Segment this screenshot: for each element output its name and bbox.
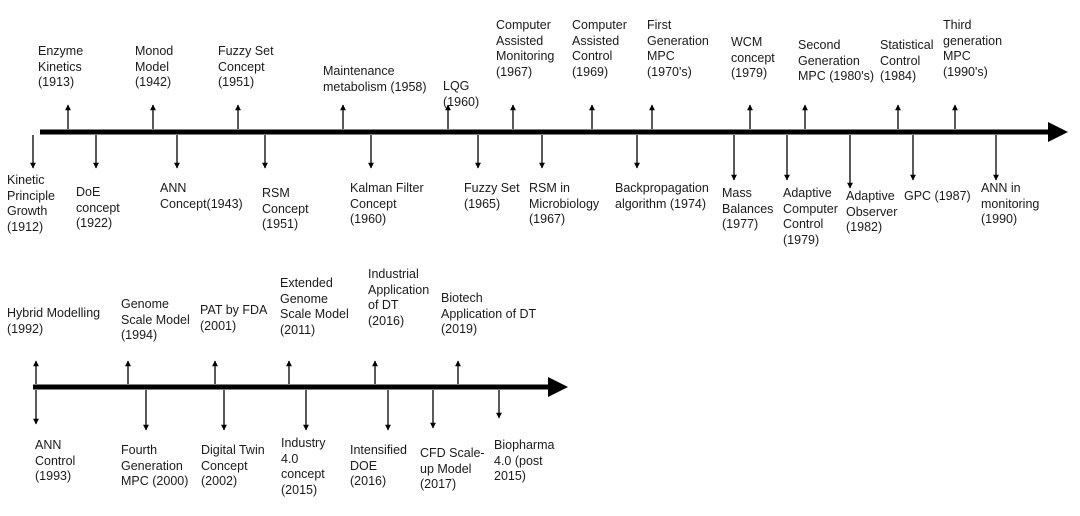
event-label: Third generation MPC (1990's) bbox=[943, 18, 1003, 79]
event-label: Genome Scale Model (1994) bbox=[121, 297, 190, 342]
event-label: CFD Scale- up Model (2017) bbox=[420, 446, 485, 491]
event-label: Kinetic Principle Growth (1912) bbox=[7, 173, 55, 234]
event-label: GPC (1987) bbox=[904, 189, 971, 203]
event-label: Hybrid Modelling (1992) bbox=[7, 306, 101, 336]
event-label: Adaptive Computer Control (1979) bbox=[783, 186, 838, 247]
event-label: Industry 4.0 concept (2015) bbox=[281, 436, 326, 497]
event-label: Adaptive Observer (1982) bbox=[846, 189, 898, 234]
event-label: Digital Twin Concept (2002) bbox=[201, 443, 265, 488]
event-label: Statistical Control (1984) bbox=[880, 38, 934, 83]
event-label: PAT by FDA (2001) bbox=[200, 303, 268, 333]
event-label: LQG (1960) bbox=[443, 79, 480, 109]
event-label: RSM in Microbiology (1967) bbox=[529, 181, 600, 226]
event-label: Fuzzy Set Concept (1951) bbox=[218, 44, 274, 89]
event-label: ANN Control (1993) bbox=[35, 438, 76, 483]
event-label: Maintenance metabolism (1958) bbox=[323, 64, 427, 94]
event-label: Enzyme Kinetics (1913) bbox=[38, 44, 84, 89]
event-label: Computer Assisted Control (1969) bbox=[572, 18, 627, 79]
event-label: Kalman Filter Concept (1960) bbox=[350, 181, 424, 226]
event-label: DoE concept (1922) bbox=[76, 185, 120, 230]
event-label: Intensified DOE (2016) bbox=[350, 443, 407, 488]
event-label: First Generation MPC (1970's) bbox=[647, 18, 709, 79]
event-label: WCM concept (1979) bbox=[731, 35, 775, 80]
event-label: Second Generation MPC (1980's) bbox=[798, 38, 875, 83]
event-label: Monod Model (1942) bbox=[135, 44, 174, 89]
event-label: RSM Concept (1951) bbox=[262, 186, 309, 231]
event-label: Backpropagation algorithm (1974) bbox=[615, 181, 709, 211]
event-label: ANN in monitoring (1990) bbox=[981, 181, 1040, 226]
event-label: Industrial Application of DT (2016) bbox=[368, 267, 430, 328]
event-label: Fuzzy Set (1965) bbox=[464, 181, 520, 211]
event-label: Extended Genome Scale Model (2011) bbox=[280, 276, 349, 337]
event-label: Fourth Generation MPC (2000) bbox=[121, 443, 189, 488]
event-label: Computer Assisted Monitoring (1967) bbox=[496, 18, 555, 79]
event-label: Biopharma 4.0 (post 2015) bbox=[494, 438, 555, 483]
event-label: Mass Balances (1977) bbox=[722, 186, 774, 231]
event-label: ANN Concept(1943) bbox=[160, 181, 243, 211]
event-label: Biotech Application of DT (2019) bbox=[441, 291, 537, 336]
